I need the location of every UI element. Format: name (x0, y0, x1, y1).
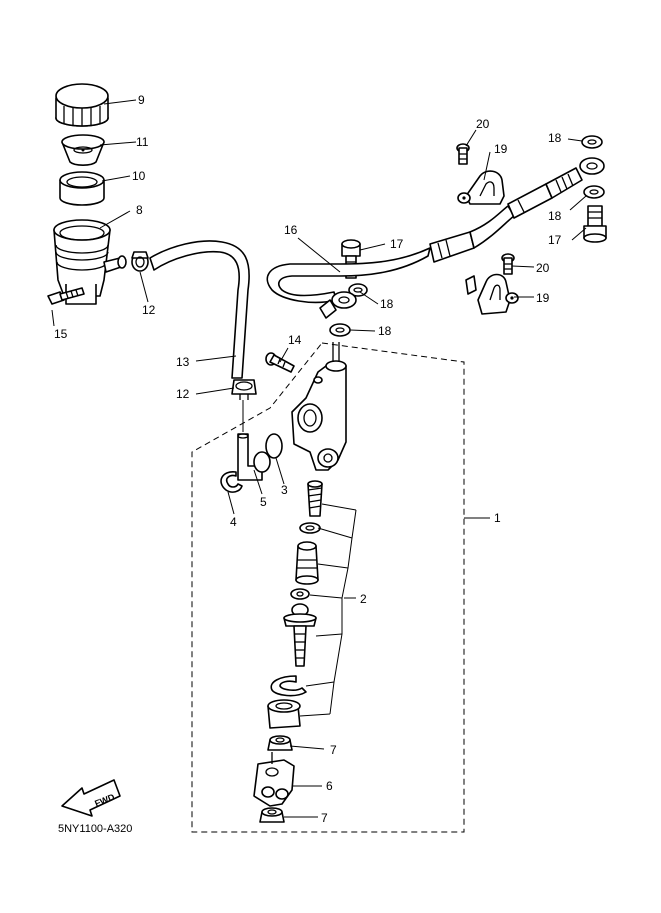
copper-washer-right (583, 185, 605, 199)
callout-18-lower: 18 (378, 324, 392, 338)
reservoir-plate (61, 134, 105, 166)
hose-joint (237, 400, 271, 481)
piston-spring (307, 480, 323, 517)
piston-circlip (270, 675, 307, 697)
callout-18-top-right: 18 (548, 131, 562, 145)
hose-clip-upper (131, 251, 149, 272)
callout-1: 1 (494, 511, 501, 525)
reservoir-screw (47, 287, 85, 305)
callout-12-lower: 12 (176, 387, 190, 401)
callout-7-lower: 7 (321, 811, 328, 825)
callout-18-middle: 18 (380, 297, 394, 311)
push-rod-boot (267, 699, 301, 729)
callout-14: 14 (288, 333, 302, 347)
reservoir-cap (55, 83, 109, 127)
callout-19-upper: 19 (494, 142, 508, 156)
forward-arrow-icon: FWD (61, 779, 121, 817)
callout-7-upper: 7 (330, 743, 337, 757)
lock-nut-lower (259, 807, 285, 823)
callout-11: 11 (136, 135, 149, 149)
master-cylinder-body (291, 342, 347, 471)
callout-20-lower: 20 (536, 261, 550, 275)
callout-17-left: 17 (390, 237, 404, 251)
leader-lines (51, 99, 587, 818)
clevis (253, 752, 295, 807)
callout-9: 9 (138, 93, 145, 107)
reservoir-tank (53, 219, 127, 305)
reservoir-diaphragm (59, 171, 105, 206)
brake-hose (266, 157, 605, 319)
circlip-joint (220, 471, 243, 493)
assembly-boundary (191, 342, 465, 833)
diagram-code: 5NY1100-A320 (58, 823, 132, 835)
callout-6: 6 (326, 779, 333, 793)
callout-3: 3 (281, 483, 288, 497)
callout-17-right: 17 (548, 233, 562, 247)
mounting-screw (265, 352, 295, 373)
holder-screw-lower (501, 253, 515, 275)
hose-clip-lower (231, 379, 257, 400)
copper-washer-middle (348, 283, 368, 297)
reservoir-hose (149, 240, 250, 379)
holder-screw-upper (456, 143, 470, 165)
callout-labels: 1 2 3 4 5 6 7 7 8 9 10 11 12 12 13 14 15… (54, 93, 562, 825)
union-bolt-right (583, 205, 607, 243)
callout-10: 10 (132, 169, 146, 183)
callout-5: 5 (260, 495, 267, 509)
copper-washer-lower (329, 323, 351, 337)
hose-holder-lower (465, 273, 519, 315)
callout-20-upper: 20 (476, 117, 490, 131)
hose-holder-upper (457, 170, 505, 205)
piston-washer (290, 588, 310, 600)
o-ring (265, 433, 283, 459)
callout-18-right: 18 (548, 209, 562, 223)
callout-12-upper: 12 (142, 303, 156, 317)
callout-15: 15 (54, 327, 68, 341)
callout-4: 4 (230, 515, 237, 529)
callout-13: 13 (176, 355, 190, 369)
push-rod (283, 603, 317, 667)
piston (295, 541, 319, 585)
copper-washer-top-right (581, 135, 603, 149)
callout-19-lower: 19 (536, 291, 550, 305)
lock-nut-upper (267, 735, 293, 751)
callout-2: 2 (360, 592, 367, 606)
callout-8: 8 (136, 203, 143, 217)
callout-16: 16 (284, 223, 298, 237)
piston-cup (299, 522, 321, 534)
